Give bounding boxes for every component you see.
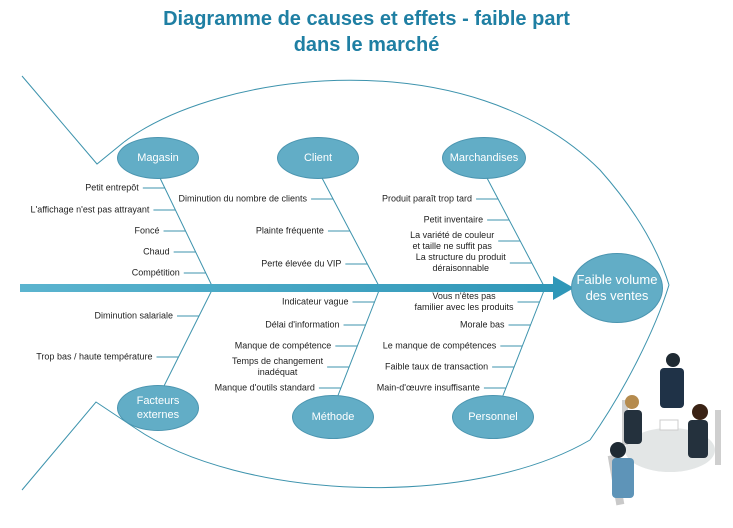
- cause-methode: Temps de changement inadéquat: [232, 356, 324, 377]
- category-label: Facteurs externes: [136, 395, 180, 421]
- meeting-illustration: [607, 353, 721, 506]
- cause-client: Perte élevée du VIP: [261, 258, 342, 269]
- category-label: Magasin: [137, 152, 179, 164]
- category-client[interactable]: Client: [277, 137, 359, 179]
- cause-personnel: Faible taux de transaction: [385, 361, 489, 372]
- cause-marchandises: Petit inventaire: [423, 214, 484, 225]
- bone-magasin: [159, 177, 214, 289]
- cause-client: Plainte fréquente: [255, 225, 324, 236]
- cause-methode: Délai d'information: [265, 319, 340, 330]
- bone-personnel: [501, 287, 546, 399]
- category-methode[interactable]: Méthode: [292, 395, 374, 439]
- cause-marchandises: La structure du produit déraisonnable: [415, 252, 506, 273]
- category-label: Marchandises: [449, 152, 519, 164]
- cause-facteurs-externes: Trop bas / haute température: [36, 351, 153, 362]
- cause-personnel: Main-d'œuvre insuffisante: [376, 382, 480, 393]
- cause-facteurs-externes: Diminution salariale: [94, 310, 173, 321]
- cause-methode: Manque d'outils standard: [214, 382, 315, 393]
- category-magasin[interactable]: Magasin: [117, 137, 199, 179]
- diagram-title: Diagramme de causes et effets - faible p…: [0, 6, 733, 58]
- fish-head-bottom: [589, 284, 670, 441]
- cause-personnel: Le manque de compétences: [382, 340, 497, 351]
- category-label: Méthode: [311, 411, 355, 423]
- category-marchandises[interactable]: Marchandises: [442, 137, 526, 179]
- bone-marchandises: [486, 177, 546, 289]
- category-personnel[interactable]: Personnel: [452, 395, 534, 439]
- cause-marchandises: La variété de couleur et taille ne suffi…: [410, 230, 495, 251]
- spine: [20, 284, 556, 292]
- category-facteurs-externes[interactable]: Facteurs externes: [117, 385, 199, 431]
- cause-marchandises: Produit paraît trop tard: [382, 193, 473, 204]
- category-label: Client: [303, 152, 333, 164]
- spine-arrowhead: [553, 276, 574, 300]
- fish-tail-bottom: [21, 401, 136, 491]
- cause-magasin: L'affichage n'est pas attrayant: [30, 204, 150, 215]
- fish-body-bottom: [134, 427, 591, 489]
- cause-magasin: Chaud: [143, 246, 170, 257]
- cause-client: Diminution du nombre de clients: [178, 193, 308, 204]
- cause-magasin: Compétition: [131, 267, 180, 278]
- category-label: Personnel: [468, 411, 518, 423]
- cause-methode: Manque de compétence: [234, 340, 332, 351]
- cause-methode: Indicateur vague: [281, 296, 349, 307]
- title-line-2: dans le marché: [293, 34, 440, 56]
- fish-tail-top: [21, 75, 125, 165]
- cause-magasin: Petit entrepôt: [85, 182, 139, 193]
- title-line-1: Diagramme de causes et effets - faible p…: [163, 8, 570, 30]
- cause-magasin: Foncé: [134, 225, 160, 236]
- bone-client: [321, 177, 381, 289]
- cause-personnel: Morale bas: [460, 319, 505, 330]
- fish-body-top: [123, 79, 670, 286]
- bone-methode: [336, 287, 381, 399]
- cause-personnel: Vous n'êtes pas familier avec les produi…: [414, 291, 514, 312]
- bone-facteurs-externes: [161, 287, 214, 391]
